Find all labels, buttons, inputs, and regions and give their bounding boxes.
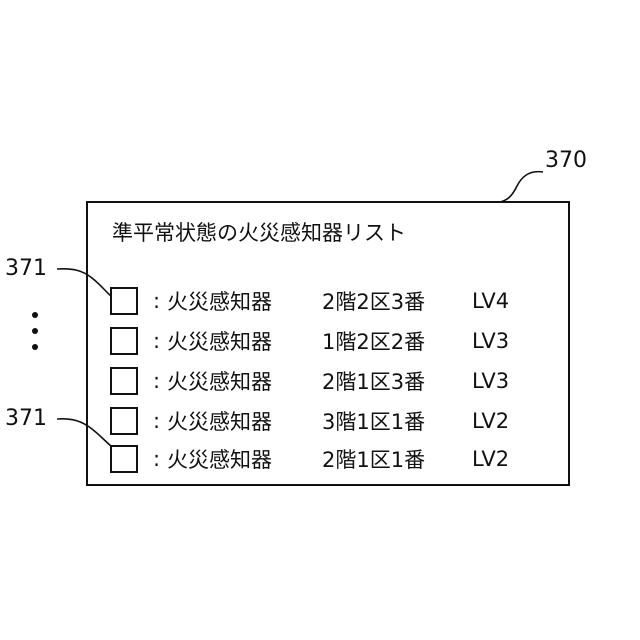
detector-checkbox[interactable] bbox=[110, 407, 138, 435]
device-name: 火災感知器 bbox=[167, 444, 322, 474]
detector-checkbox[interactable] bbox=[110, 445, 138, 473]
vertical-ellipsis-icon bbox=[30, 312, 40, 356]
detector-checkbox[interactable] bbox=[110, 367, 138, 395]
separator-colon: : bbox=[153, 447, 167, 471]
list-item: : 火災感知器 2階2区3番 LV4 bbox=[110, 281, 509, 321]
device-name: 火災感知器 bbox=[167, 406, 322, 436]
ellipsis-dot bbox=[32, 328, 38, 334]
device-location: 3階1区1番 bbox=[322, 406, 472, 436]
separator-colon: : bbox=[153, 329, 167, 353]
device-location: 2階1区3番 bbox=[322, 366, 472, 396]
reference-numeral-371-bottom: 371 bbox=[5, 408, 47, 430]
device-name: 火災感知器 bbox=[167, 286, 322, 316]
separator-colon: : bbox=[153, 369, 167, 393]
device-name: 火災感知器 bbox=[167, 326, 322, 356]
alert-level: LV2 bbox=[472, 447, 509, 471]
list-item: : 火災感知器 2階1区3番 LV3 bbox=[110, 361, 509, 401]
ellipsis-dot bbox=[32, 344, 38, 350]
fire-detector-list-panel: 準平常状態の火災感知器リスト : 火災感知器 2階2区3番 LV4 : 火災感知… bbox=[86, 201, 570, 486]
leader-line-370 bbox=[500, 172, 543, 202]
alert-level: LV4 bbox=[472, 289, 509, 313]
device-name: 火災感知器 bbox=[167, 366, 322, 396]
device-location: 2階1区1番 bbox=[322, 444, 472, 474]
device-location: 2階2区3番 bbox=[322, 286, 472, 316]
alert-level: LV3 bbox=[472, 329, 509, 353]
list-item: : 火災感知器 3階1区1番 LV2 bbox=[110, 401, 509, 441]
panel-title: 準平常状態の火災感知器リスト bbox=[112, 223, 406, 244]
ellipsis-dot bbox=[32, 312, 38, 318]
alert-level: LV3 bbox=[472, 369, 509, 393]
device-location: 1階2区2番 bbox=[322, 326, 472, 356]
list-item: : 火災感知器 1階2区2番 LV3 bbox=[110, 321, 509, 361]
separator-colon: : bbox=[153, 289, 167, 313]
reference-numeral-371-top: 371 bbox=[5, 258, 47, 280]
detector-list: : 火災感知器 2階2区3番 LV4 : 火災感知器 1階2区2番 LV3 : … bbox=[110, 281, 509, 479]
list-item: : 火災感知器 2階1区1番 LV2 bbox=[110, 439, 509, 479]
separator-colon: : bbox=[153, 409, 167, 433]
alert-level: LV2 bbox=[472, 409, 509, 433]
reference-numeral-370: 370 bbox=[545, 150, 587, 172]
detector-checkbox[interactable] bbox=[110, 287, 138, 315]
detector-checkbox[interactable] bbox=[110, 327, 138, 355]
